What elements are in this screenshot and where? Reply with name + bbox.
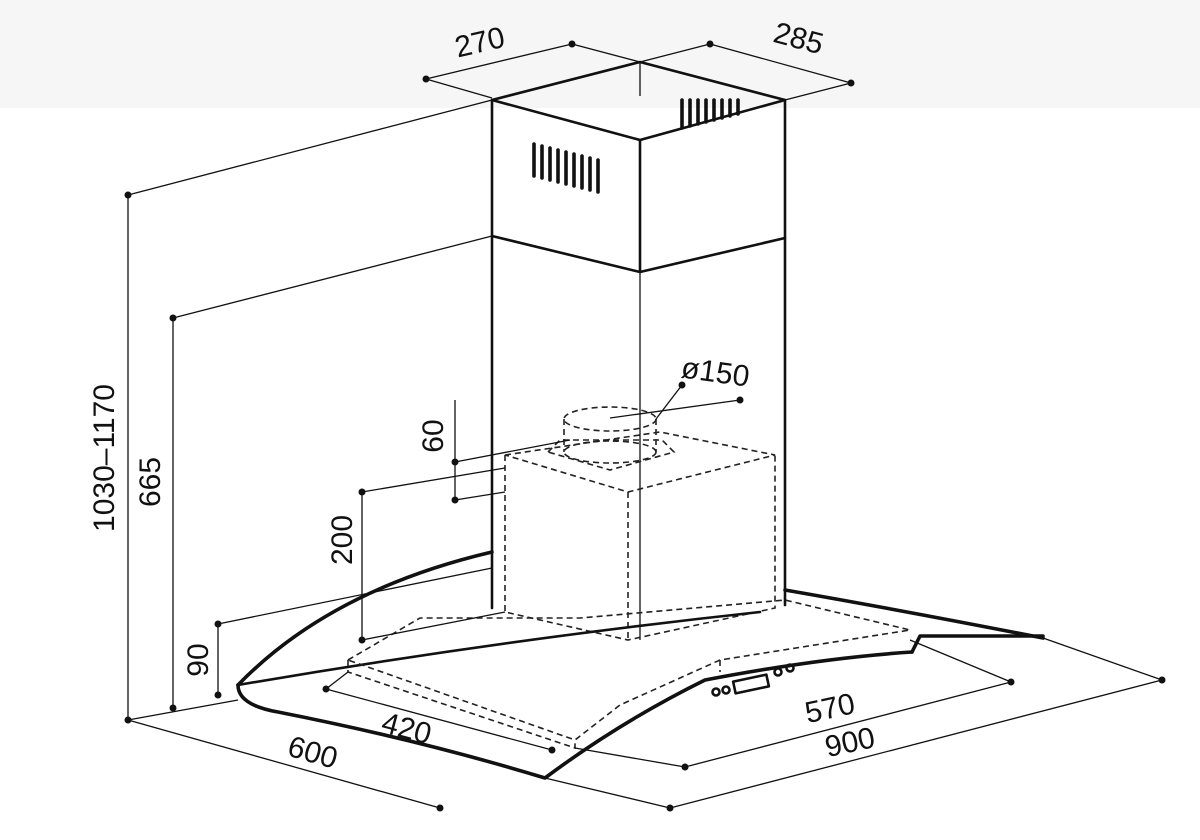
dim-hood-depth xyxy=(127,699,444,812)
filter-tray xyxy=(346,599,911,750)
control-panel xyxy=(711,663,795,697)
chimney-lower xyxy=(490,234,787,640)
dim-collar-height xyxy=(451,400,571,504)
label-canopy-height: 90 xyxy=(182,643,215,676)
dim-chimney-width xyxy=(422,40,641,99)
label-upper-height: 665 xyxy=(134,457,167,507)
label-total-height: 1030–1170 xyxy=(88,384,121,532)
vent-slots-right xyxy=(680,98,740,130)
label-chimney-depth: 285 xyxy=(770,16,827,61)
duct-collar xyxy=(546,406,676,471)
vent-slots-left xyxy=(532,142,600,194)
label-collar-height: 60 xyxy=(417,419,450,452)
background-band xyxy=(0,0,1200,108)
dim-hood-width xyxy=(544,637,1166,812)
chimney-upper xyxy=(490,60,787,274)
dim-motor-height xyxy=(358,467,506,644)
dim-duct-diameter xyxy=(609,381,744,420)
dim-chimney-depth xyxy=(639,40,855,101)
label-filter-depth: 420 xyxy=(378,706,435,751)
label-hood-width: 900 xyxy=(822,721,878,764)
label-hood-depth: 600 xyxy=(284,730,341,776)
label-duct-diameter: ø150 xyxy=(679,351,751,393)
dim-filter-depth xyxy=(322,671,556,754)
dim-filter-width xyxy=(574,639,1015,771)
dim-upper-height xyxy=(169,235,493,712)
label-motor-height: 200 xyxy=(326,515,359,565)
dim-total-height xyxy=(124,99,493,724)
dim-canopy-height xyxy=(214,567,493,699)
glass-canopy xyxy=(236,550,1045,780)
label-chimney-width: 270 xyxy=(452,21,508,64)
